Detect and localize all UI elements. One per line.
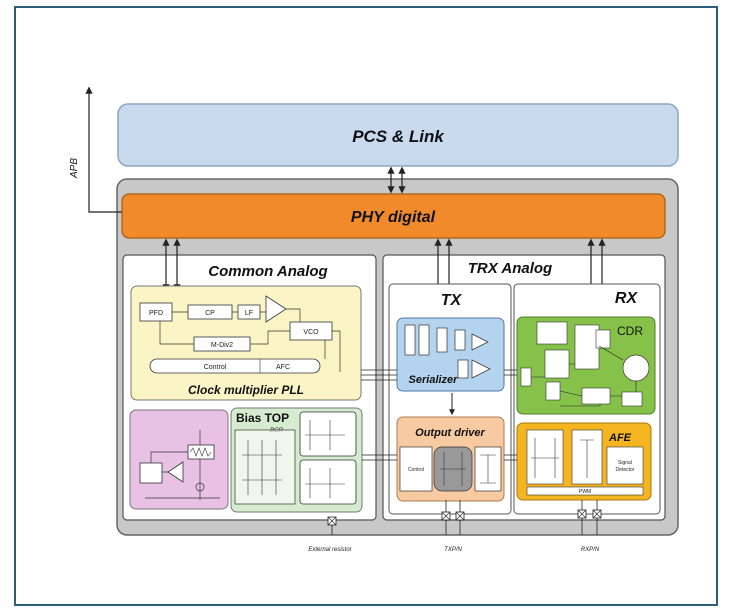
pink-node: [195, 482, 205, 492]
pink-amp-symbol: [167, 461, 184, 483]
cdr-label: CDR: [617, 324, 643, 338]
pll-control-label: Control: [204, 364, 227, 371]
output-driver-label: Output driver: [415, 427, 485, 439]
pll-afc-label: AFC: [276, 364, 290, 371]
external-resistor-label: External resistor: [308, 547, 352, 553]
pink-inner-box: [139, 462, 163, 484]
cdr-pd: [544, 349, 570, 379]
bias-to-tx-bus: [362, 454, 397, 461]
tx-leads: [445, 500, 461, 535]
serializer-mux-1: [404, 324, 416, 356]
pll-to-tx-bus: [361, 369, 397, 381]
pll-vco-label: VCO: [303, 329, 319, 336]
signal-detector-box: [606, 446, 644, 485]
rxp-pad-x: [577, 509, 587, 519]
bias-cell-1: [299, 411, 357, 457]
bias-cell-2: [299, 459, 357, 505]
cdr-wires: [531, 345, 637, 407]
phy-digital-block: [121, 193, 666, 239]
cdr-phase-interp: [574, 324, 600, 370]
pll-pfd-label: PFD: [149, 310, 163, 317]
output-driver-circuit: [440, 452, 496, 486]
serializer-buffer-1: [471, 333, 489, 351]
pll-amp-symbol: [265, 295, 287, 323]
serializer-mux-4: [454, 329, 466, 351]
rxn-pad-x: [592, 509, 602, 519]
rxpn-label: RXP/N: [581, 547, 600, 553]
bias-top-label: Bias TOP: [236, 411, 289, 425]
output-control-label: Control: [408, 467, 424, 473]
serializer-mux-3: [436, 327, 448, 353]
rx-label: RX: [615, 290, 639, 307]
cdr-sampler: [520, 367, 532, 387]
afe-label: AFE: [608, 432, 632, 444]
pcs-link-block: [117, 103, 679, 167]
cdr-lock: [621, 391, 643, 407]
pll-div-label: M-Div2: [211, 342, 233, 349]
pink-resistor-box: [187, 444, 215, 460]
pll-control-bar: [149, 358, 321, 374]
apb-line: [85, 86, 122, 213]
apb-label: APB: [69, 158, 80, 179]
bgr-box: [234, 429, 296, 505]
serializer-mux-2: [418, 324, 430, 356]
cdr-vco: [622, 354, 650, 382]
bgr-circuit: [242, 420, 345, 498]
signal-detector-line1: Signal: [618, 460, 632, 466]
txn-pad-x: [455, 511, 465, 521]
serializer-label: Serializer: [409, 374, 459, 386]
cdr-eq: [536, 321, 568, 345]
cdr-latch: [545, 381, 561, 401]
trx-analog-label: TRX Analog: [468, 260, 552, 277]
pll-title: Clock multiplier PLL: [188, 383, 304, 397]
pcs-link-label: PCS & Link: [352, 127, 445, 146]
txpn-label: TXP/N: [444, 547, 462, 553]
afe-ctle: [526, 429, 564, 485]
serializer-buffer-2: [471, 359, 491, 379]
phy-digital-label: PHY digital: [351, 209, 436, 226]
pwm-label: PWM: [579, 489, 591, 495]
serializer-reg: [457, 359, 469, 379]
pll-wires: [159, 308, 341, 372]
tx-label: TX: [441, 292, 463, 309]
output-control-box: [399, 446, 433, 492]
signal-detector-line2: Detector: [616, 467, 635, 473]
afe-circuit: [531, 438, 594, 478]
cdr-filter: [595, 329, 611, 349]
tx-to-rx-bus: [504, 369, 517, 461]
pll-cp-label: CP: [205, 310, 215, 317]
pink-resistor-symbol: [189, 447, 212, 457]
rx-leads: [581, 500, 598, 535]
pink-wires: [145, 430, 220, 500]
pll-lf-label: LF: [245, 310, 253, 317]
bias-support-block: [129, 409, 229, 510]
cdr-divider: [581, 387, 611, 405]
afe-pwm-bar: [526, 486, 644, 496]
ext-resistor-pad-x: [327, 516, 337, 526]
common-analog-label: Common Analog: [208, 263, 327, 280]
txp-pad-x: [441, 511, 451, 521]
